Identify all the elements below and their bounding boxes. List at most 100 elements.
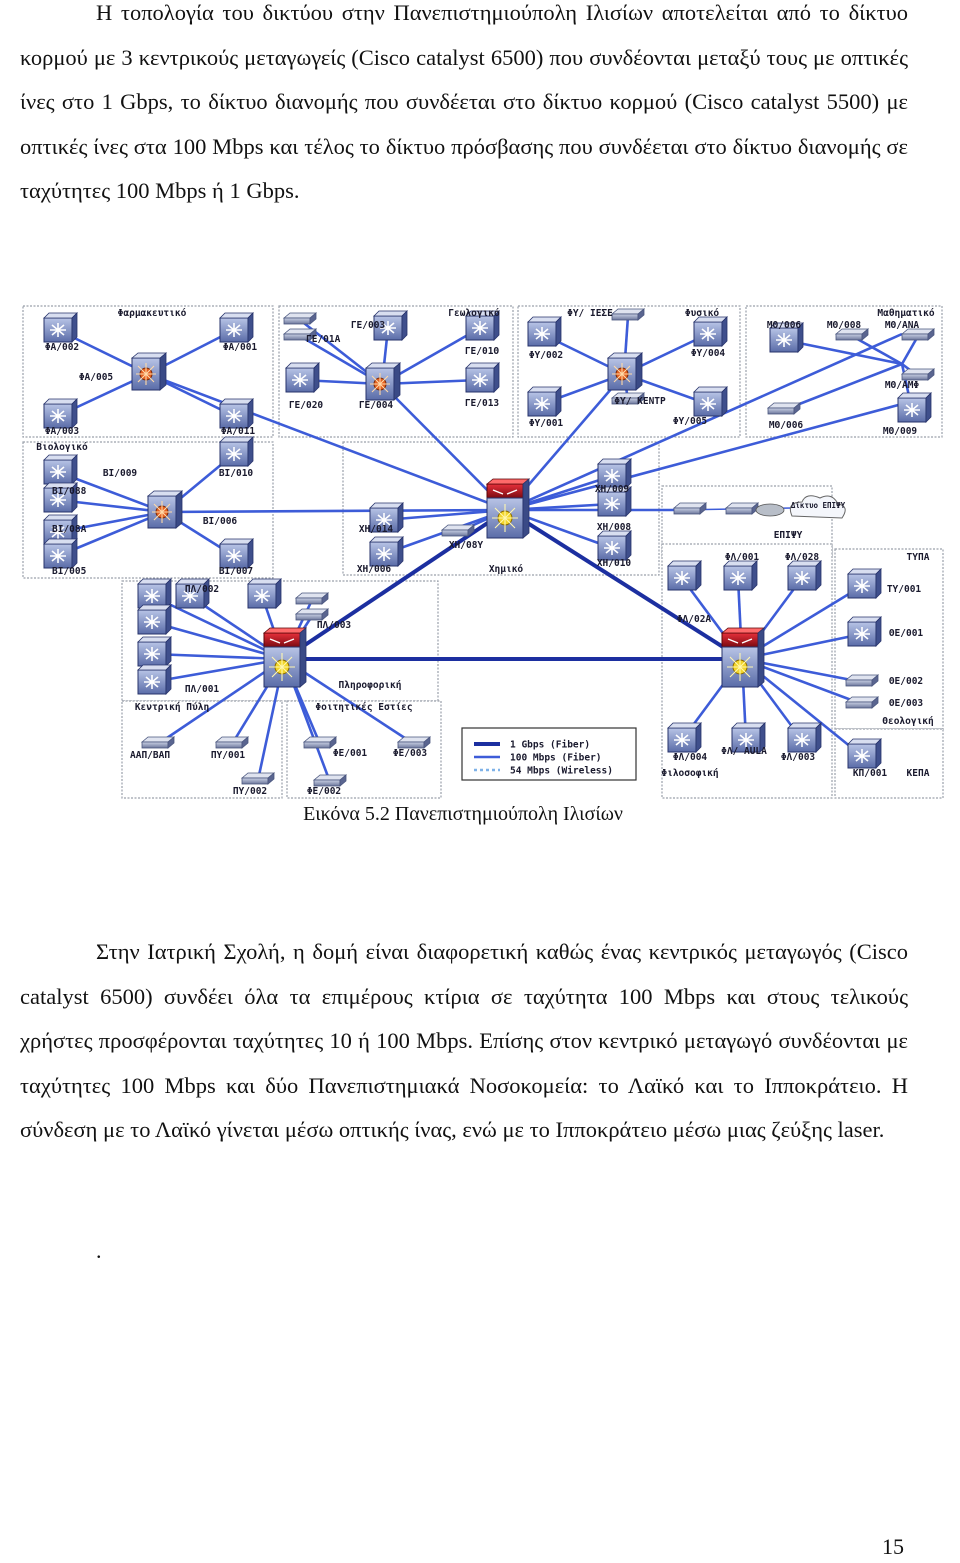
node-label: ΦΛ/001 [725, 552, 760, 563]
network-link [506, 332, 903, 512]
workgroup-switch-icon [282, 312, 318, 325]
building-title: Φυσικό [685, 308, 720, 319]
node-label: ΦΛ/ AULA [721, 746, 767, 757]
network-link [783, 362, 903, 412]
node-label: ΦΕ/001 [333, 748, 368, 759]
epifu-label: ΕΠΙΨΥ [774, 530, 803, 541]
distribution-switch-icon [130, 352, 168, 391]
switch-icon [527, 386, 562, 417]
node-label: ΦΕ/003 [393, 748, 428, 759]
building-title: Κεντρική Πύλη [135, 702, 209, 713]
node-label: ΒΙ/088 [52, 486, 87, 497]
switch-icon [285, 362, 320, 393]
node-label: ΓΕ/013 [465, 398, 500, 409]
workgroup-switch-icon [294, 608, 330, 621]
legend: 1 Gbps (Fiber)100 Mbps (Fiber)54 Mbps (W… [461, 727, 637, 781]
figure-caption: Εικόνα 5.2 Πανεπιστημιούπολη Ιλισίων [303, 803, 623, 825]
switch-icon [219, 312, 254, 343]
core-switch-icon [262, 627, 308, 688]
node-label: ΠΛ/003 [317, 620, 352, 631]
node-label: ΠΛ/002 [185, 584, 219, 595]
workgroup-switch-icon [900, 328, 936, 341]
network-link [147, 372, 508, 512]
workgroup-switch-icon [312, 774, 348, 787]
network-link [157, 657, 285, 746]
network-link [151, 620, 285, 661]
node-label: ΒΙ/010 [219, 468, 254, 479]
workgroup-switch-icon [282, 328, 318, 341]
node-label: ΦΥ/ ΚΕΝΤΡ [614, 396, 666, 407]
node-label: ΜΘ/ΑΜΦ [885, 380, 920, 391]
node-label: ΘΕ/002 [889, 676, 923, 687]
building-title: Βιολογικό [36, 442, 88, 453]
switch-icon [247, 578, 282, 609]
workgroup-switch-icon [140, 736, 176, 749]
switch-icon [897, 392, 932, 423]
building-title: Θεολογική [882, 716, 933, 727]
node-label: ΧΗ/08Υ [449, 540, 484, 551]
core-switch-icon [485, 478, 531, 539]
switch-icon [723, 560, 758, 591]
workgroup-switch-icon [610, 308, 646, 321]
switch-icon [847, 568, 882, 599]
switch-icon [465, 310, 500, 341]
switch-icon [43, 454, 78, 485]
workgroup-switch-icon [844, 674, 880, 687]
node-label: ΓΕ/004 [359, 400, 394, 411]
building-title: Φαρμακευτικό [118, 308, 187, 319]
node-label: ΦΑ/001 [223, 342, 258, 353]
node-label: ΑΑΠ/ΒΑΠ [130, 750, 170, 761]
building-title: ΚΕΠΑ [907, 768, 930, 779]
node-label: ΦΑ/002 [45, 342, 79, 353]
node-label: ΦΛ/004 [673, 752, 708, 763]
workgroup-switch-icon [214, 736, 250, 749]
node-label: ΦΑ/005 [79, 372, 114, 383]
legend-entry: 100 Mbps (Fiber) [510, 753, 602, 764]
node-label: ΓΕ/01Θ [465, 346, 500, 357]
building-title: Φιλοσοφική [661, 768, 718, 779]
node-label: ΜΘ/009 [883, 426, 918, 437]
network-link [381, 383, 508, 511]
intro-paragraph: Η τοπολογία του δικτύου στην Πανεπιστημι… [20, 0, 908, 203]
network-link [505, 508, 744, 661]
workgroup-switch-icon [672, 502, 708, 515]
switch-icon [597, 530, 632, 561]
node-label: ΦΥ/004 [691, 348, 726, 359]
workgroup-switch-icon [440, 524, 476, 537]
building-title: Χημικό [489, 564, 524, 575]
switch-icon [597, 458, 632, 489]
building-title: Πληροφορική [339, 680, 402, 691]
node-label: ΦΛ/02Α [677, 614, 712, 625]
network-link [900, 335, 920, 365]
node-label: ΜΘ/006 [767, 320, 802, 331]
switch-icon [137, 578, 172, 609]
switch-icon [373, 310, 408, 341]
node-label: ΧΗ/009 [595, 484, 630, 495]
node-label: ΦΥ/005 [673, 416, 708, 427]
switch-icon [137, 664, 172, 695]
network-link [151, 594, 285, 661]
switch-icon [847, 738, 882, 769]
workgroup-switch-icon [834, 328, 870, 341]
node-label: ΘΕ/003 [889, 698, 924, 709]
distribution-switch-icon [606, 352, 644, 391]
node-label: ΒΙ/08Α [52, 524, 87, 535]
switch-icon [787, 560, 822, 591]
node-label: ΦΥ/002 [529, 350, 563, 361]
workgroup-switch-icon [844, 696, 880, 709]
switch-icon [731, 722, 766, 753]
page-number: 15 [882, 1534, 904, 1559]
node-label: ΒΙ/007 [219, 566, 253, 577]
node-label: ΓΕ/003 [351, 320, 386, 331]
nodes [43, 308, 936, 787]
node-label: ΓΕ/020 [289, 400, 324, 411]
workgroup-switch-icon [396, 736, 432, 749]
core-switch-icon [720, 627, 766, 688]
node-label: ΠΥ/002 [233, 786, 267, 797]
building-title: Γεωλογικό [448, 308, 500, 319]
legend-entry: 1 Gbps (Fiber) [510, 740, 590, 751]
node-label: ΧΗ/014 [359, 524, 394, 535]
network-link [151, 657, 285, 684]
